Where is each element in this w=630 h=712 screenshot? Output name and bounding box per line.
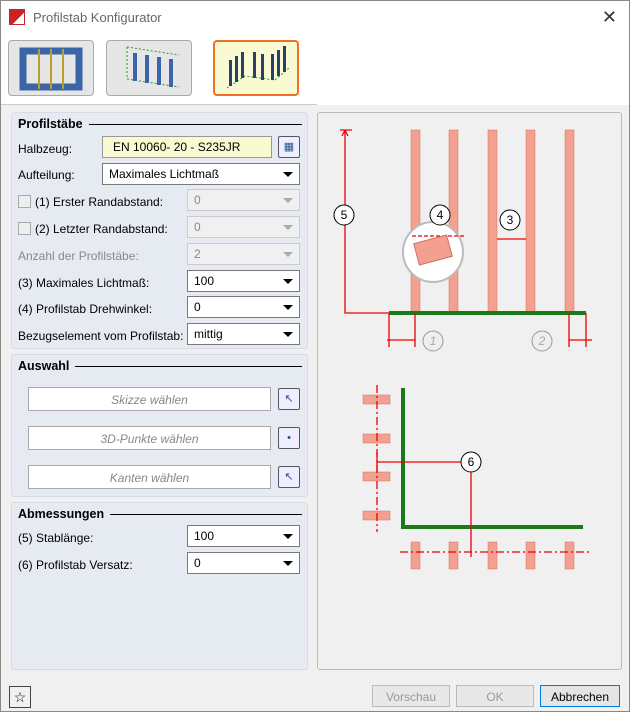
preview-diagram: 5 4 3 6 1 2: [317, 112, 622, 670]
aufteilung-select[interactable]: Maximales Lichtmaß: [102, 163, 300, 185]
vorschau-button[interactable]: Vorschau: [372, 685, 450, 707]
catalog-button[interactable]: ▦: [278, 136, 300, 158]
anzahl-value: 2: [194, 247, 201, 261]
mode-bars-free-button[interactable]: [213, 40, 299, 96]
halbzeug-field[interactable]: EN 10060- 20 - S235JR: [102, 136, 272, 158]
chevron-down-icon: [283, 172, 293, 177]
skizze-waehlen-button[interactable]: Skizze wählen: [28, 387, 271, 411]
abmessungen-group: Abmessungen (5) Stablänge: 100 (6) Profi…: [11, 502, 308, 670]
punkte-waehlen-button[interactable]: 3D-Punkte wählen: [28, 426, 271, 450]
label-3: 3: [507, 213, 514, 227]
label-1: 1: [430, 334, 437, 348]
points-pick-icon[interactable]: •: [278, 427, 300, 449]
group-title: Auswahl: [18, 359, 70, 373]
mode-bars-button[interactable]: [106, 40, 192, 96]
anzahl-label: Anzahl der Profilstäbe:: [18, 249, 139, 263]
mode-tabs: [1, 33, 629, 105]
erster-randabstand-checkbox[interactable]: (1) Erster Randabstand:: [18, 195, 163, 209]
anzahl-select[interactable]: 2: [187, 243, 300, 265]
versatz-label: (6) Profilstab Versatz:: [18, 558, 133, 572]
group-title: Profilstäbe: [18, 117, 83, 131]
group-title: Abmessungen: [18, 507, 105, 521]
frame-icon: [19, 47, 83, 91]
ok-button[interactable]: OK: [456, 685, 534, 707]
app-icon: [9, 9, 25, 25]
chevron-down-icon: [283, 561, 293, 566]
versatz-select[interactable]: 0: [187, 552, 300, 574]
erster-value: 0: [194, 193, 201, 207]
lichtmass-value: 100: [194, 274, 215, 288]
label-4: 4: [437, 208, 444, 222]
chevron-down-icon: [283, 534, 293, 539]
bars-free-icon: [226, 46, 290, 89]
label-6: 6: [468, 455, 475, 469]
stablaenge-value: 100: [194, 529, 215, 543]
checkbox-icon[interactable]: [18, 195, 31, 208]
chevron-down-icon: [283, 332, 293, 337]
chevron-down-icon: [283, 252, 293, 257]
divider: [1, 104, 317, 105]
label-2: 2: [538, 334, 546, 348]
chevron-down-icon: [283, 279, 293, 284]
edge-pick-icon[interactable]: ↖: [278, 466, 300, 488]
bezug-select[interactable]: mittig: [187, 323, 300, 345]
sketch-pick-icon[interactable]: ↖: [278, 388, 300, 410]
lichtmass-select[interactable]: 100: [187, 270, 300, 292]
kanten-waehlen-button[interactable]: Kanten wählen: [28, 465, 271, 489]
aufteilung-value: Maximales Lichtmaß: [109, 167, 220, 181]
drehwinkel-label: (4) Profilstab Drehwinkel:: [18, 302, 153, 316]
bars-icon: [126, 46, 180, 88]
favorites-button[interactable]: ☆: [9, 686, 31, 708]
label-5: 5: [341, 208, 348, 222]
stablaenge-label: (5) Stablänge:: [18, 531, 94, 545]
auswahl-group: Auswahl Skizze wählen ↖ 3D-Punkte wählen…: [11, 354, 308, 497]
lichtmass-label: (3) Maximales Lichtmaß:: [18, 276, 150, 290]
letzter-label: (2) Letzter Randabstand:: [35, 222, 168, 236]
bezug-value: mittig: [194, 327, 223, 341]
erster-randabstand-select[interactable]: 0: [187, 189, 300, 211]
erster-label: (1) Erster Randabstand:: [35, 195, 164, 209]
bezug-label: Bezugselement vom Profilstab:: [18, 329, 184, 343]
letzter-randabstand-select[interactable]: 0: [187, 216, 300, 238]
drehwinkel-value: 0: [194, 300, 201, 314]
letzter-value: 0: [194, 220, 201, 234]
window-title: Profilstab Konfigurator: [33, 9, 162, 25]
drehwinkel-select[interactable]: 0: [187, 296, 300, 318]
abbrechen-button[interactable]: Abbrechen: [540, 685, 620, 707]
profilstaebe-group: Profilstäbe Halbzeug: EN 10060- 20 - S23…: [11, 112, 308, 349]
chevron-down-icon: [283, 305, 293, 310]
chevron-down-icon: [283, 225, 293, 230]
close-button[interactable]: ✕: [601, 7, 617, 27]
checkbox-icon[interactable]: [18, 222, 31, 235]
stablaenge-select[interactable]: 100: [187, 525, 300, 547]
halbzeug-label: Halbzeug:: [18, 142, 73, 156]
title-bar: Profilstab Konfigurator ✕: [1, 1, 629, 33]
aufteilung-label: Aufteilung:: [18, 168, 75, 182]
versatz-value: 0: [194, 556, 201, 570]
mode-frame-button[interactable]: [8, 40, 94, 96]
letzter-randabstand-checkbox[interactable]: (2) Letzter Randabstand:: [18, 222, 168, 236]
chevron-down-icon: [283, 198, 293, 203]
